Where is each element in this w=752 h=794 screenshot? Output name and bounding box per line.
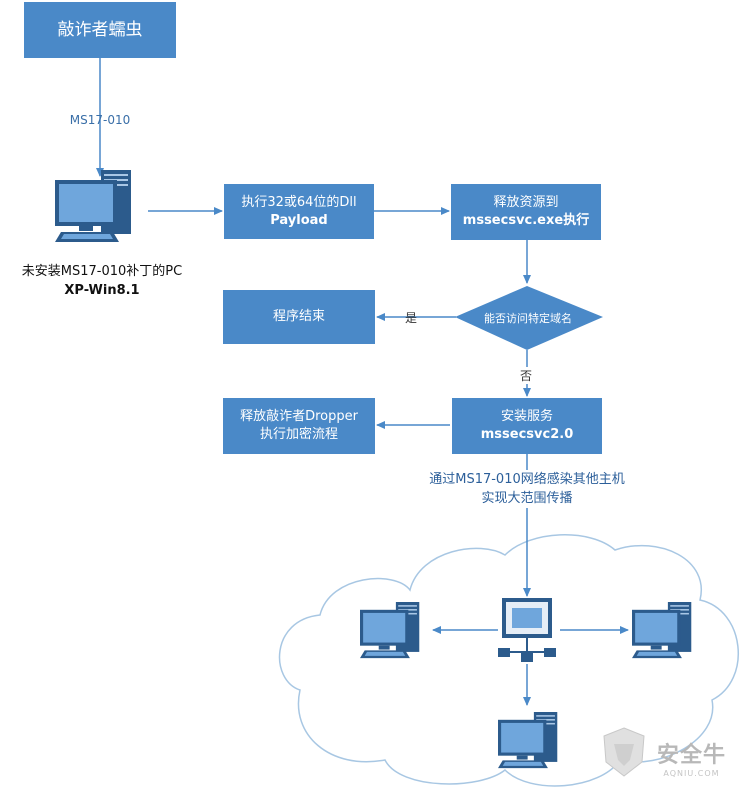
network-pc-left-icon <box>360 602 420 659</box>
label-no: 否 <box>520 367 533 384</box>
node-release-resource: 释放资源到 mssecsvc.exe执行 <box>451 184 601 240</box>
node-ransom-worm: 敲诈者蠕虫 <box>24 2 176 58</box>
network-pc-right-icon <box>632 602 692 659</box>
label-unpatched-pc: 未安装MS17-010补丁的PC XP-Win8.1 <box>21 264 183 298</box>
watermark-text: 安全牛 <box>656 743 726 768</box>
label-spread: 通过MS17-010网络感染其他主机 实现大范围传播 <box>402 470 652 508</box>
node-release-dropper: 释放敲诈者Dropper 执行加密流程 <box>223 398 375 454</box>
aqniu-logo-icon <box>603 727 645 777</box>
node-program-end: 程序结束 <box>223 290 375 344</box>
infected-pc-icon <box>55 170 131 242</box>
network-pc-bottom-icon <box>498 712 558 769</box>
node-execute-dll: 执行32或64位的Dll Payload <box>224 184 374 239</box>
node-install-service: 安装服务 mssecsvc2.0 <box>452 398 602 454</box>
network-cloud <box>278 534 739 787</box>
watermark-sub: AQNIU.COM <box>663 769 720 778</box>
label-exploit: MS17-010 <box>69 113 131 127</box>
decision-diamond <box>455 286 603 350</box>
network-hub-icon <box>498 598 556 662</box>
decision-label: 能否访问特定域名 <box>484 312 572 325</box>
watermark: 安全牛 AQNIU.COM <box>613 737 726 778</box>
label-yes: 是 <box>405 311 418 325</box>
